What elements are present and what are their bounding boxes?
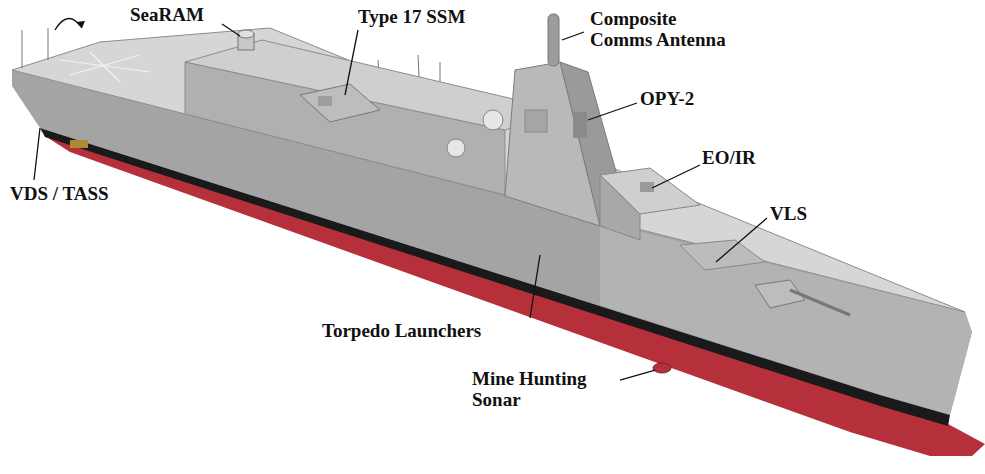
callout-label: EO/IR <box>702 147 802 168</box>
arrow-head <box>76 21 85 28</box>
callout-label: Type 17 SSM <box>358 6 508 27</box>
callout-label: Torpedo Launchers <box>322 320 542 341</box>
callout-label: Mine Hunting Sonar <box>472 368 612 410</box>
callout-label: VLS <box>770 203 850 224</box>
vds-body <box>70 140 88 148</box>
hull-side <box>12 70 972 415</box>
callout-label: OPY-2 <box>640 88 740 109</box>
sonar-dome <box>653 363 671 373</box>
dome <box>447 139 465 157</box>
searam-dome <box>238 30 254 38</box>
radar-face <box>525 110 547 132</box>
callout-label: Composite Comms Antenna <box>590 8 735 50</box>
callout-label: SeaRAM <box>130 4 250 25</box>
eo-ir-sensor <box>640 182 654 192</box>
superstructure-top <box>185 40 560 130</box>
curved-arrow <box>55 18 82 30</box>
mast-front <box>505 62 600 226</box>
callout-label: VDS / TASS <box>10 183 170 204</box>
vls-cells <box>680 240 765 270</box>
ssm-launcher <box>300 84 380 122</box>
ssm-canister <box>318 96 332 106</box>
comms-antenna <box>548 14 559 66</box>
gun-barrel <box>790 290 850 315</box>
leader-lines <box>34 24 767 380</box>
deck <box>12 28 965 312</box>
radar-face <box>573 112 587 138</box>
dome <box>483 110 503 130</box>
forward-block <box>600 175 640 240</box>
helideck-marks <box>60 52 150 82</box>
